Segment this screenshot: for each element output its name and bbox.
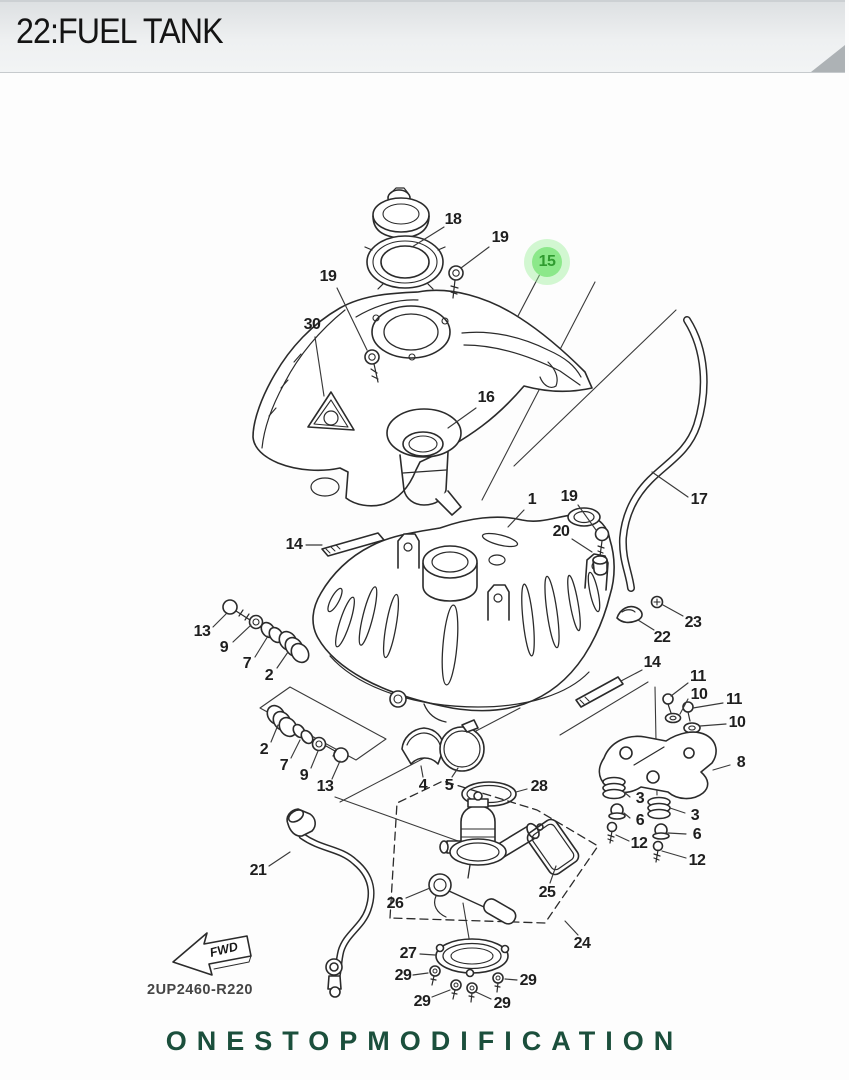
screw-12b — [652, 840, 664, 863]
pump-retainer-27 — [435, 938, 510, 978]
leader-line-2 — [276, 651, 289, 669]
leader-line-9 — [310, 750, 319, 769]
screw-23 — [650, 595, 664, 609]
leader-line-27 — [419, 953, 436, 956]
leader-line-17 — [651, 471, 689, 498]
leader-line-11 — [670, 682, 689, 697]
leader-line-6 — [623, 812, 631, 819]
clamp-22 — [616, 605, 643, 624]
pump-gasket-25 — [526, 818, 580, 876]
header-bar[interactable]: 22:FUEL TANK — [0, 0, 845, 73]
nut-6a — [608, 803, 626, 820]
callout-leader-lines — [212, 226, 731, 1000]
filler-neck-part-16 — [386, 408, 462, 516]
leader-line-24 — [564, 920, 579, 936]
leader-line-14 — [620, 669, 643, 682]
leader-line-5 — [451, 767, 459, 778]
leader-line-16 — [447, 407, 477, 429]
watermark-text: ONESTOPMODIFICATION — [165, 1026, 684, 1056]
leader-line-18 — [411, 226, 445, 248]
leader-line-4 — [420, 765, 424, 778]
fuel-pump-assembly-26 — [428, 791, 544, 925]
header-fold-corner-icon — [811, 45, 845, 72]
fuel-cap-part — [372, 187, 430, 239]
leader-line-19 — [460, 246, 490, 269]
leader-line-7 — [290, 739, 301, 759]
washer-10b — [683, 722, 701, 734]
leader-line-21 — [268, 851, 291, 867]
leader-line-1 — [507, 509, 525, 528]
tank-cover-part-15 — [252, 289, 593, 507]
leader-line-29 — [475, 991, 492, 1000]
leader-line-29 — [412, 972, 429, 976]
leader-line-23 — [662, 604, 684, 617]
cover-screw-19-right — [448, 265, 464, 299]
dashed-box-pump — [389, 780, 599, 924]
cover-screw-19-left — [364, 349, 380, 383]
tank-saddle-4 — [401, 727, 445, 765]
leader-line-13 — [331, 760, 341, 780]
leader-line-3 — [669, 807, 686, 814]
damper-3b — [647, 796, 671, 820]
leader-line-8 — [712, 764, 731, 771]
leader-line-28 — [515, 788, 528, 793]
leader-line-26 — [405, 887, 431, 899]
tank-bolt-19-side — [594, 526, 610, 557]
leader-line-10 — [679, 698, 689, 715]
cushion-strip-right-14 — [575, 676, 624, 708]
fuel-hose-21 — [286, 808, 375, 998]
leader-line-20 — [571, 538, 593, 553]
leader-line-29 — [431, 989, 451, 998]
leader-line-19 — [577, 504, 597, 531]
leader-line-30 — [314, 336, 325, 397]
screw-12a — [606, 821, 618, 844]
leader-line-9 — [232, 624, 252, 643]
damper-3a — [602, 776, 626, 800]
nut-6b — [652, 823, 670, 840]
page-title: 22:FUEL TANK — [16, 12, 224, 51]
leader-line-25 — [549, 865, 557, 884]
retainer-screws-29 — [429, 965, 504, 1003]
leader-line-15 — [517, 273, 541, 317]
leader-line-7 — [254, 635, 269, 658]
damper-group-upper — [222, 599, 310, 664]
leader-line-10 — [699, 723, 727, 727]
grommet-20 — [592, 555, 608, 576]
leader-line-12 — [661, 850, 687, 859]
diagram-part-number: 2UP2460-R220 — [147, 982, 253, 998]
tank-bracket-8 — [598, 731, 717, 800]
bracket-bolt-11a — [662, 693, 674, 714]
leader-line-6 — [667, 832, 687, 835]
leader-line-11 — [692, 702, 724, 709]
leader-line-29 — [504, 978, 518, 981]
o-ring-28 — [461, 781, 517, 807]
fwd-arrow-label: FWD — [208, 939, 239, 959]
leader-line-12 — [615, 834, 630, 842]
breather-hose-17 — [618, 316, 708, 592]
washer-10a — [664, 712, 682, 724]
clamp-ring-5 — [439, 719, 485, 772]
leader-line-3 — [623, 791, 631, 798]
leader-line-2 — [270, 724, 279, 743]
leader-line-19 — [336, 287, 368, 351]
leader-line-13 — [212, 613, 227, 628]
fwd-arrow: FWD — [172, 932, 252, 976]
leader-line-22 — [637, 619, 655, 631]
cap-ring-part-18 — [364, 235, 446, 290]
